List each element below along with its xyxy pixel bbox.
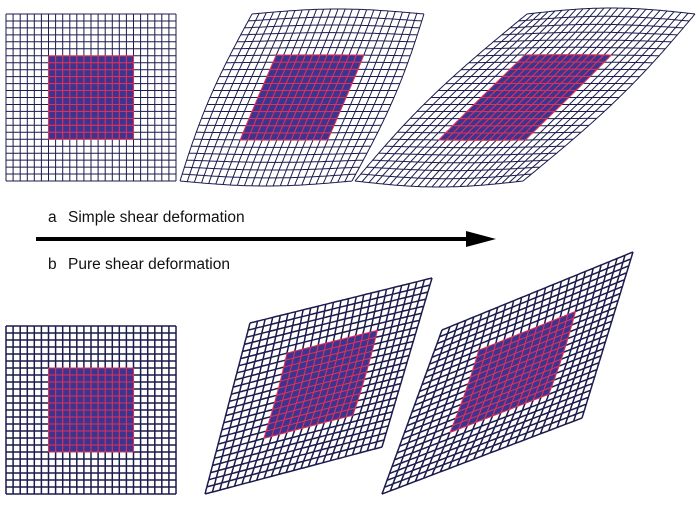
caption-simple-shear: a Simple shear deformation	[48, 209, 245, 227]
arrow-head	[466, 231, 496, 247]
simple-shear-undeformed	[5, 13, 177, 182]
mesh-lines	[204, 277, 433, 495]
mesh-lines	[179, 8, 425, 187]
mesh-lines	[5, 325, 177, 495]
simple-shear-large	[354, 7, 696, 188]
deformed-mesh-lines	[449, 310, 576, 434]
caption-text-a: Simple shear deformation	[68, 209, 245, 226]
deformed-mesh-lines	[47, 55, 135, 140]
mesh-lines	[381, 251, 634, 495]
deformed-mesh-lines	[47, 367, 135, 453]
deformed-mesh-lines	[263, 329, 378, 439]
deformed-mesh-lines	[239, 54, 365, 141]
mesh-lines	[354, 7, 696, 188]
pure-shear-large	[381, 251, 634, 495]
mesh-lines	[5, 13, 177, 182]
caption-pure-shear: b Pure shear deformation	[48, 256, 230, 274]
simple-shear-moderate	[179, 8, 425, 187]
caption-letter-b: b	[48, 256, 57, 273]
pure-shear-undeformed	[5, 325, 177, 495]
caption-letter-a: a	[48, 209, 57, 226]
deformed-mesh-lines	[438, 54, 612, 141]
caption-text-b: Pure shear deformation	[68, 256, 230, 273]
pure-shear-moderate	[204, 277, 433, 495]
